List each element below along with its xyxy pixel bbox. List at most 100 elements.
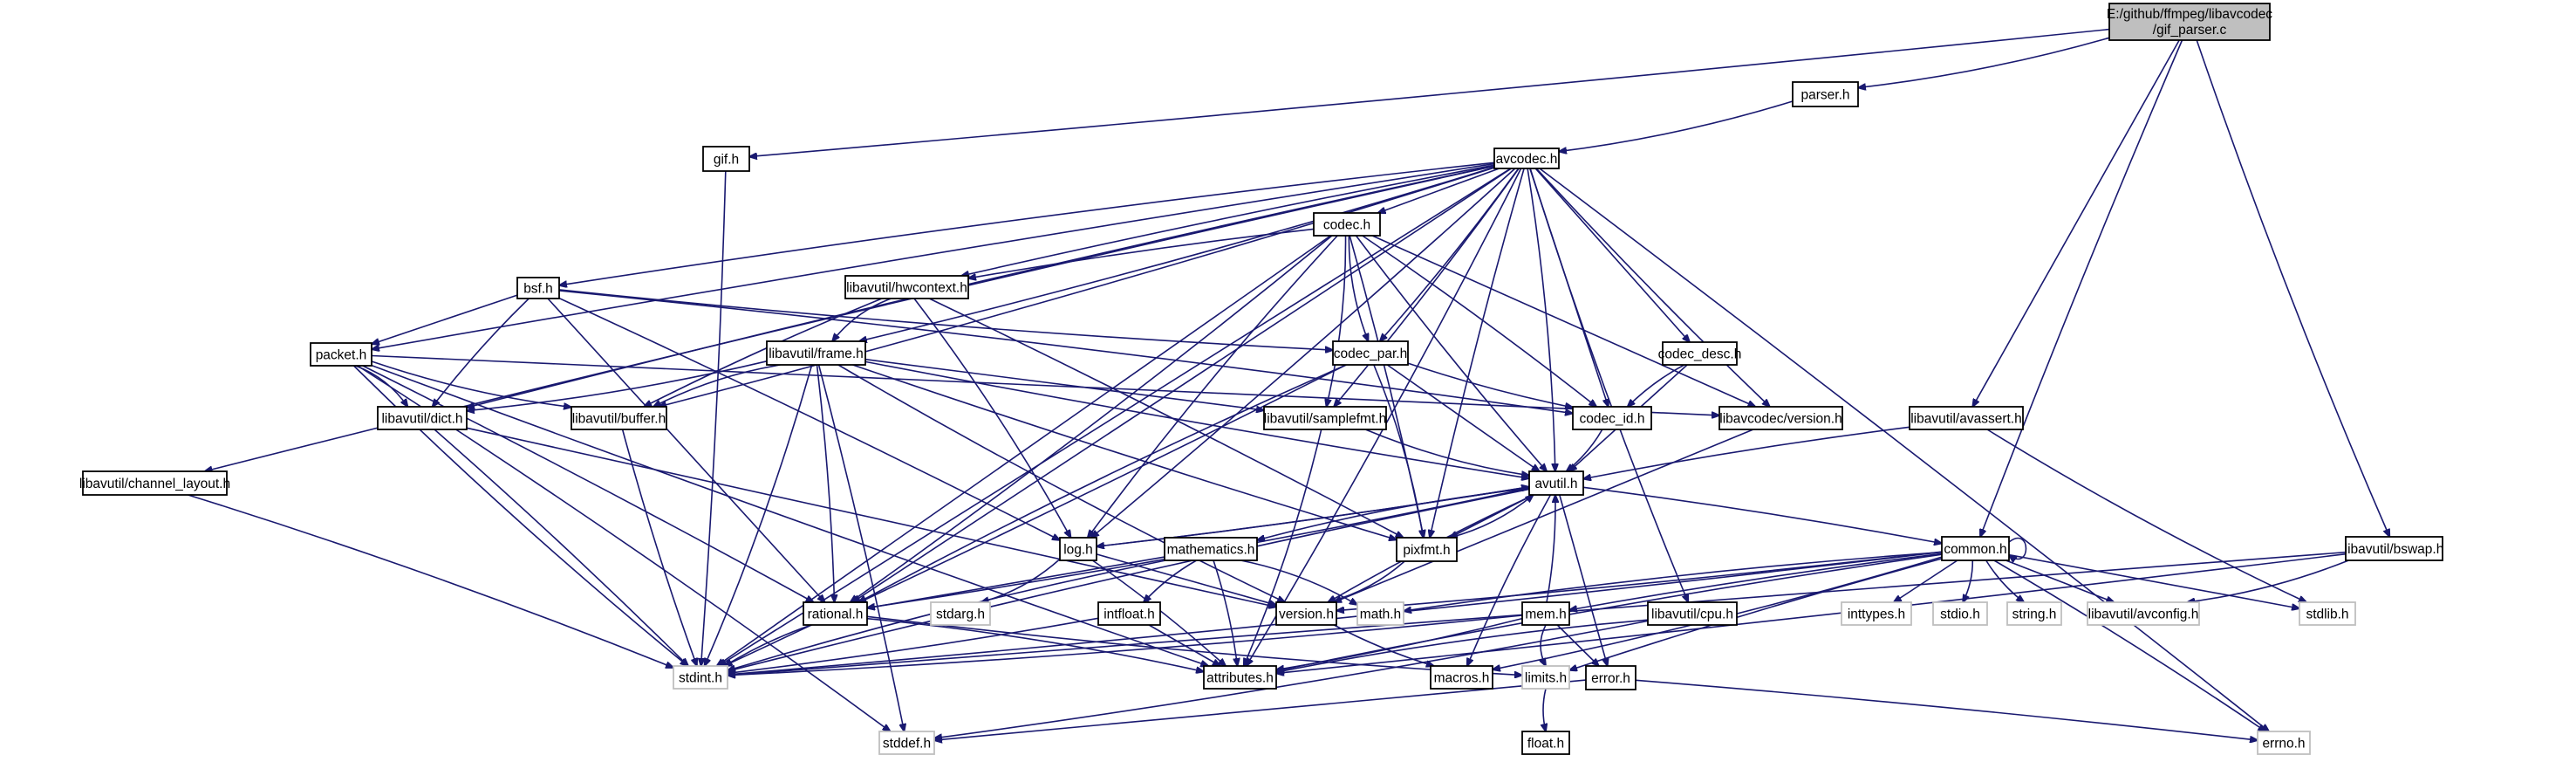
edge-packet-to-lavc_version	[371, 354, 1719, 415]
edge-root-to-avassert	[1972, 39, 2180, 407]
edge-codec-to-hwcontext	[968, 228, 1315, 278]
node-buffer[interactable]: libavutil/buffer.h	[571, 406, 667, 430]
node-label: codec_id.h	[1580, 412, 1645, 427]
node-stdlib[interactable]: stdlib.h	[2299, 601, 2356, 626]
edge-packet-to-rational	[362, 365, 814, 602]
node-parser[interactable]: parser.h	[1792, 81, 1859, 107]
edge-avcodec-to-rational	[852, 168, 1512, 602]
node-box-avconfig	[2087, 601, 2200, 626]
node-stddef[interactable]: stddef.h	[878, 731, 935, 755]
node-avconfig[interactable]: libavutil/avconfig.h	[2087, 601, 2200, 626]
node-gif[interactable]: gif.h	[702, 146, 750, 172]
node-bswap[interactable]: libavutil/bswap.h	[2345, 536, 2444, 561]
node-log[interactable]: log.h	[1059, 537, 1097, 561]
node-channel_layout[interactable]: libavutil/channel_layout.h	[79, 470, 230, 496]
node-error[interactable]: error.h	[1585, 665, 1636, 690]
node-avutil[interactable]: avutil.h	[1528, 470, 1584, 496]
edge-codec-to-codec_par	[1348, 235, 1368, 341]
edge-hwcontext-to-buffer	[644, 298, 883, 407]
edge-avassert-to-stdlib	[1986, 429, 2306, 602]
node-label: common.h	[1944, 542, 2006, 557]
node-box-packet	[310, 342, 372, 367]
node-bsf[interactable]: bsf.h	[516, 277, 560, 299]
edge-avcodec-to-lavc_version	[1535, 168, 1770, 407]
edge-codec_desc-to-codec_id	[1628, 364, 1685, 407]
node-stdint[interactable]: stdint.h	[673, 665, 728, 690]
node-codec[interactable]: codec.h	[1313, 212, 1381, 237]
node-label: codec_desc.h	[1658, 347, 1742, 362]
node-stdio[interactable]: stdio.h	[1932, 601, 1988, 626]
edge-mem-to-limits	[1541, 624, 1546, 666]
edge-avcodec-to-dict	[467, 165, 1495, 408]
node-codec_id[interactable]: codec_id.h	[1572, 406, 1652, 430]
edge-log-to-version	[1096, 553, 1276, 605]
node-rational[interactable]: rational.h	[803, 601, 868, 626]
node-avassert[interactable]: libavutil/avassert.h	[1909, 406, 2024, 430]
edge-samplefmt-to-attributes	[1244, 429, 1322, 666]
edge-codec_par-to-avutil	[1386, 364, 1539, 471]
node-box-pixfmt	[1396, 537, 1458, 562]
node-avcodec[interactable]: avcodec.h	[1493, 148, 1560, 169]
node-label: stddef.h	[883, 737, 931, 752]
node-cpu[interactable]: libavutil/cpu.h	[1647, 601, 1738, 626]
node-label: pixfmt.h	[1403, 543, 1450, 558]
node-stdarg[interactable]: stdarg.h	[930, 601, 991, 626]
node-box-stdlib	[2299, 601, 2356, 626]
node-mathematics[interactable]: mathematics.h	[1164, 537, 1258, 561]
edge-avcodec-to-cpu	[1529, 168, 1688, 602]
node-dict[interactable]: libavutil/dict.h	[377, 406, 468, 430]
node-intfloat[interactable]: intfloat.h	[1097, 601, 1161, 626]
node-samplefmt[interactable]: libavutil/samplefmt.h	[1263, 406, 1387, 430]
node-box-root	[2108, 3, 2271, 41]
node-label: stdlib.h	[2306, 608, 2348, 622]
node-label: limits.h	[1525, 671, 1567, 686]
node-box-stdint	[673, 665, 728, 690]
node-box-avcodec	[1493, 148, 1560, 169]
node-frame[interactable]: libavutil/frame.h	[766, 340, 866, 366]
edge-avassert-to-avutil	[1583, 426, 1910, 478]
node-float[interactable]: float.h	[1521, 731, 1570, 755]
edge-frame-to-version	[837, 364, 1285, 602]
node-label: version.h	[1279, 608, 1334, 622]
node-pixfmt[interactable]: pixfmt.h	[1396, 537, 1458, 562]
edge-frame-to-stddef	[817, 364, 905, 731]
edge-avcodec-to-codec_desc	[1534, 168, 1690, 342]
node-attributes[interactable]: attributes.h	[1203, 665, 1277, 690]
node-inttypes[interactable]: inttypes.h	[1841, 601, 1912, 626]
node-string[interactable]: string.h	[2006, 601, 2062, 626]
node-box-codec_id	[1572, 406, 1652, 430]
node-limits[interactable]: limits.h	[1521, 665, 1570, 690]
edge-common-to-version	[1336, 551, 1943, 610]
node-hwcontext[interactable]: libavutil/hwcontext.h	[844, 275, 969, 299]
node-macros[interactable]: macros.h	[1430, 665, 1493, 690]
node-lavc_version[interactable]: libavcodec/version.h	[1718, 406, 1843, 430]
node-common[interactable]: common.h	[1941, 536, 2010, 561]
node-codec_par[interactable]: codec_par.h	[1332, 340, 1409, 366]
node-label: packet.h	[316, 348, 367, 363]
edge-frame-to-pixfmt	[852, 364, 1397, 539]
node-packet[interactable]: packet.h	[310, 342, 372, 367]
edge-bsf-to-codec_id	[558, 290, 1573, 414]
node-label: libavutil/hwcontext.h	[846, 281, 967, 296]
node-version[interactable]: version.h	[1275, 601, 1337, 626]
node-box-stdio	[1932, 601, 1988, 626]
edge-packet-to-buffer	[371, 360, 571, 408]
node-label: libavutil/cpu.h	[1651, 608, 1733, 622]
node-box-math	[1356, 601, 1404, 626]
node-mem[interactable]: mem.h	[1521, 601, 1570, 626]
node-codec_desc[interactable]: codec_desc.h	[1658, 341, 1742, 366]
node-box-codec_par	[1332, 340, 1409, 366]
node-box-version	[1275, 601, 1337, 626]
edge-limits-to-float	[1543, 688, 1546, 731]
node-box-buffer	[571, 406, 667, 430]
node-label: inttypes.h	[1848, 608, 1905, 622]
edge-hwcontext-to-pixfmt	[928, 298, 1403, 538]
node-math[interactable]: math.h	[1356, 601, 1404, 626]
node-label: rational.h	[808, 608, 864, 622]
edge-avcodec-to-codec_par	[1380, 168, 1520, 341]
edge-frame-to-buffer	[653, 364, 781, 407]
edge-common-to-common	[2009, 537, 2027, 559]
node-label: mem.h	[1525, 608, 1566, 622]
node-errno[interactable]: errno.h	[2257, 731, 2311, 755]
root-title-line-1: E:/github/ffmpeg/libavcodec	[2107, 7, 2272, 22]
